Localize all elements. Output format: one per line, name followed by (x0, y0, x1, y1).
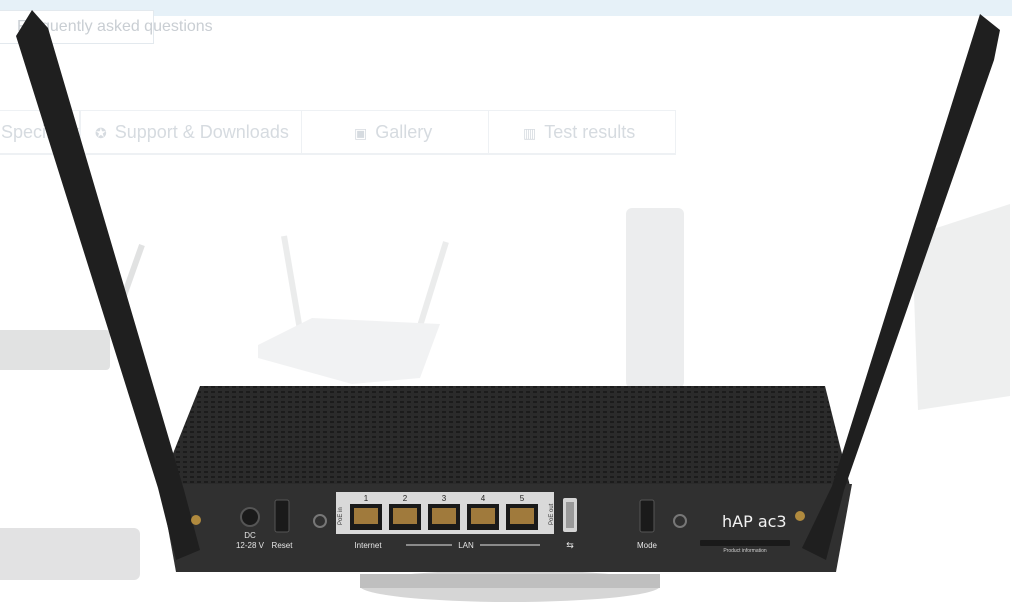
brand-logo: hAP ac3 (722, 512, 787, 531)
lan-label: LAN (458, 541, 474, 550)
router-top-vents (160, 386, 850, 486)
ethernet-port-contacts (432, 508, 456, 524)
antenna-connector-left (191, 515, 201, 525)
mode-led (673, 514, 687, 528)
reset-label: Reset (272, 541, 294, 550)
image-icon: ▣ (354, 125, 368, 141)
status-led (313, 514, 327, 528)
tab-test-results[interactable]: ▥ Test results (488, 110, 676, 154)
product-info-plate (700, 540, 790, 546)
port-number-label: 5 (520, 494, 525, 503)
top-info-bar (0, 0, 1012, 16)
lifebuoy-icon: ✪ (95, 125, 107, 141)
port-number-label: 4 (481, 494, 486, 503)
port-number-label: 2 (403, 494, 408, 503)
mode-button[interactable] (639, 499, 655, 533)
thumbnail-router-white[interactable] (258, 235, 449, 384)
antenna-connector-right (795, 511, 805, 521)
antenna-left (16, 10, 200, 560)
router-stand-base (360, 574, 660, 588)
bar-chart-icon: ▥ (523, 125, 537, 141)
usb-icon: ⇆ (566, 541, 574, 551)
tab-test-results-label: Test results (544, 122, 636, 142)
thumbnail-tower[interactable] (626, 208, 684, 388)
voltage-label: 12-28 V (236, 541, 265, 550)
port-number-label: 3 (442, 494, 447, 503)
poe-out-label: PoE out (549, 503, 555, 525)
ethernet-port-contacts (354, 508, 378, 524)
ethernet-ports: 1 2 3 4 5 (350, 494, 538, 530)
power-label: DC (244, 531, 256, 540)
ethernet-port-contacts (510, 508, 534, 524)
mode-label: Mode (637, 541, 658, 550)
power-jack (240, 507, 260, 527)
tab-support-label: Support & Downloads (114, 122, 289, 142)
poe-in-label: PoE in (338, 507, 344, 525)
tab-gallery-label: Gallery (375, 122, 433, 142)
port-number-label: 1 (364, 494, 369, 503)
tab-support-downloads[interactable]: ✪ Support & Downloads (80, 110, 302, 154)
internet-label: Internet (354, 541, 382, 550)
ethernet-port-contacts (393, 508, 417, 524)
thumbnail-outdoor-unit[interactable] (912, 204, 1010, 410)
reset-button[interactable] (274, 499, 290, 533)
antenna-right (802, 14, 1000, 560)
product-info-label: Product information (723, 548, 767, 554)
usb-port-slot (566, 502, 574, 528)
lan-label-bg (452, 539, 480, 551)
ethernet-port-contacts (471, 508, 495, 524)
tab-gallery[interactable]: ▣ Gallery (301, 110, 489, 154)
thumbnail-router-left[interactable] (0, 243, 145, 580)
